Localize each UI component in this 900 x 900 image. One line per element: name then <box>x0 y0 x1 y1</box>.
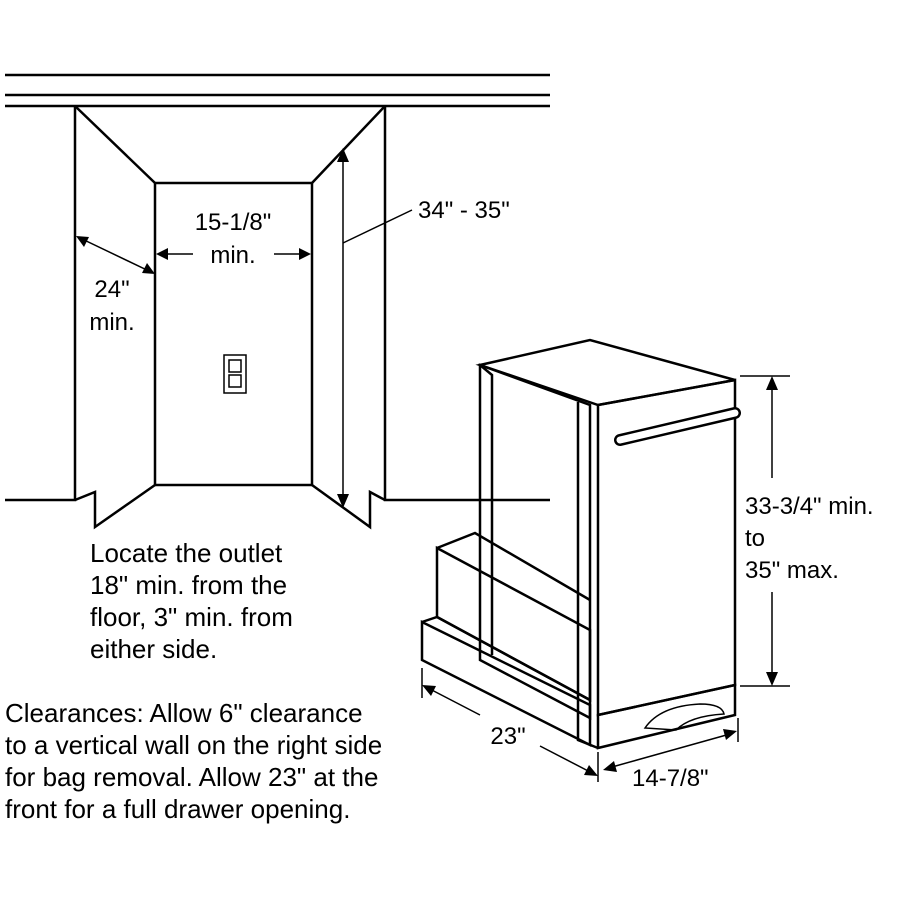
left-base-step <box>74 483 156 530</box>
opening-width-min: min. <box>210 242 255 269</box>
outlet-note-line: Locate the outlet <box>90 538 283 568</box>
dimension-arrow-icon <box>603 761 617 772</box>
dimension-arrow-icon <box>337 148 349 162</box>
left-side-wall-top <box>74 105 156 184</box>
opening-depth-dimension: 24" min. <box>76 236 155 336</box>
compactor-top <box>475 338 736 407</box>
compactor-depth-label: 23" <box>490 723 525 750</box>
dimension-arrow-icon <box>337 494 349 508</box>
dimension-arrow-icon <box>299 248 311 260</box>
back-wall <box>153 181 314 487</box>
dimension-arrow-icon <box>76 236 89 247</box>
compactor-depth-dimension: 23" <box>421 668 598 776</box>
compactor-side-panel <box>478 363 592 721</box>
dimension-arrow-icon <box>142 263 155 274</box>
compactor-height-to: to <box>745 525 765 552</box>
right-base-step <box>311 483 386 530</box>
dimension-arrow-icon <box>584 765 598 776</box>
dimension-arrow-icon <box>422 685 436 696</box>
right-side-wall-top <box>311 105 386 184</box>
compactor-width-label: 14-7/8" <box>632 765 709 792</box>
clearances-note: Clearances: Allow 6" clearance to a vert… <box>5 698 382 824</box>
compactor-height-label: 33-3/4" min. <box>745 493 874 520</box>
handle-icon <box>614 407 741 446</box>
compactor-side-trim <box>576 402 599 750</box>
foot-pedal-icon <box>643 703 725 731</box>
opening-height-dimension: 34" - 35" <box>337 148 510 508</box>
compactor-height-dimension: 33-3/4" min. to 35" max. <box>740 375 874 687</box>
clearances-note-line: front for a full drawer opening. <box>5 794 350 824</box>
clearances-note-line: for bag removal. Allow 23" at the <box>5 762 378 792</box>
compactor-height-max: 35" max. <box>745 557 839 584</box>
compactor-drawer-top <box>436 531 591 602</box>
opening-width-label: 15-1/8" <box>195 209 272 236</box>
outlet-note-line: floor, 3" min. from <box>90 602 293 632</box>
outlet-icon <box>223 354 247 394</box>
compactor-width-dimension: 14-7/8" <box>597 718 739 792</box>
dimension-arrow-icon <box>723 729 737 740</box>
opening-depth-label: 24" <box>94 276 129 303</box>
cabinet-opening: 15-1/8" min. 24" min. 34" - 35" <box>5 73 550 530</box>
outlet-note-line: either side. <box>90 634 217 664</box>
clearances-note-line: Clearances: Allow 6" clearance <box>5 698 363 728</box>
opening-depth-min: min. <box>89 309 134 336</box>
outlet-note-line: 18" min. from the <box>90 570 287 600</box>
compactor-toe-kick <box>596 683 737 750</box>
dimension-arrow-icon <box>766 672 778 686</box>
right-cabinet-outline <box>383 106 550 502</box>
outlet-note: Locate the outlet 18" min. from the floo… <box>90 538 293 664</box>
left-cabinet-outline <box>5 106 77 502</box>
dimension-arrow-icon <box>766 376 778 390</box>
opening-width-dimension: 15-1/8" min. <box>156 209 311 269</box>
compactor-unit: 33-3/4" min. to 35" max. 23" 14-7/8" <box>420 338 874 792</box>
dimension-arrow-icon <box>156 248 168 260</box>
clearances-note-line: to a vertical wall on the right side <box>5 730 382 760</box>
compactor-trim-strip <box>479 364 494 655</box>
opening-height-label: 34" - 35" <box>418 197 510 224</box>
